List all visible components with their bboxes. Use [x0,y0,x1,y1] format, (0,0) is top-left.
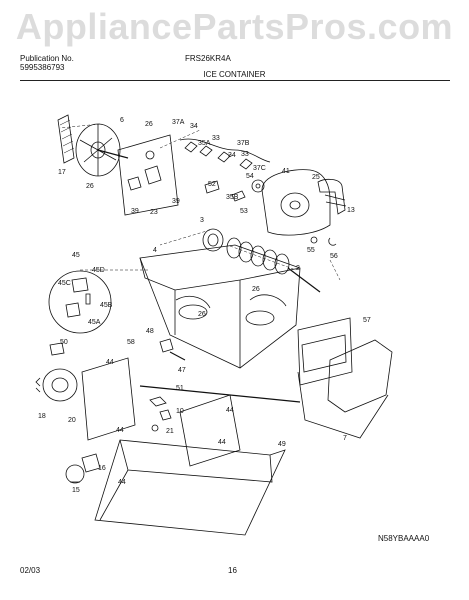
part-base-tray [94,439,286,536]
callout-58: 58 [127,339,135,346]
callout-44c: 44 [116,427,124,434]
callout-48: 48 [146,328,154,335]
detail-inset-circle [48,270,112,334]
callout-20: 20 [68,417,76,424]
part-housing [261,169,331,236]
callout-26c: 26 [252,286,260,293]
callout-33: 33 [212,135,220,142]
callout-45b: 45B [100,302,113,309]
callout-53: 53 [240,208,248,215]
callout-25: 25 [312,174,320,181]
callout-56: 56 [330,253,338,260]
callout-45c: 45C [58,280,71,287]
diagram-reference-code: N58YBAAAA0 [378,534,430,543]
callout-33b: 33 [241,151,249,158]
callout-18: 18 [38,413,46,420]
callout-7: 7 [343,435,347,442]
part-gasket [57,114,75,164]
callout-54: 54 [246,173,254,180]
callout-35b: 35B [226,194,239,201]
callout-52: 52 [208,181,216,188]
callout-45a: 45A [88,319,101,326]
callout-4: 4 [153,247,157,254]
callout-34: 34 [190,123,198,130]
callout-16: 16 [98,465,106,472]
callout-37b: 37B [237,140,250,147]
header-rule [20,80,450,81]
callout-35a: 35A [198,140,211,147]
callout-47: 47 [178,367,186,374]
callout-44b: 44 [226,407,234,414]
footer-date: 02/03 [20,566,41,575]
footer-page-number: 16 [228,566,237,575]
callout-39b: 39 [131,208,139,215]
callout-51: 51 [176,385,184,392]
callout-2: 2 [296,265,300,272]
callout-45d: 45D [92,267,105,274]
callout-23: 23 [150,209,158,216]
watermark: AppliancePartsPros.com [15,6,454,47]
callout-37a: 37A [172,119,185,126]
publication-label: Publication No. [20,54,74,63]
callout-44d: 44 [218,439,226,446]
part-motor-box [81,357,136,441]
callout-26b: 26 [86,183,94,190]
callout-41: 41 [282,168,290,175]
callout-15: 15 [72,487,80,494]
part-front-cover [327,339,393,413]
part-motor-plate [117,134,179,216]
callout-21: 21 [166,428,174,435]
callout-44: 44 [106,359,114,366]
part-ice-bin [139,244,301,369]
callout-44e: 44 [118,479,126,486]
callout-39: 39 [172,198,180,205]
callout-34b: 34 [228,152,236,159]
callout-6: 6 [120,117,124,124]
callout-55: 55 [307,247,315,254]
section-title: ICE CONTAINER [203,70,266,79]
callout-labels: 6 26 17 26 23 39 39 37A 34 35A 33 37B 34… [38,117,371,494]
callout-10: 10 [176,408,184,415]
callout-57: 57 [363,317,371,324]
callout-17: 17 [58,169,66,176]
callout-3: 3 [200,217,204,224]
publication-number: 5995386793 [20,63,65,72]
callout-26: 26 [145,121,153,128]
model-number: FRS26KR4A [185,54,231,63]
callout-13: 13 [347,207,355,214]
callout-49: 49 [278,441,286,448]
callout-26d: 26 [198,311,206,318]
callout-37c: 37C [253,165,266,172]
callout-50: 50 [60,339,68,346]
callout-45: 45 [72,252,80,259]
